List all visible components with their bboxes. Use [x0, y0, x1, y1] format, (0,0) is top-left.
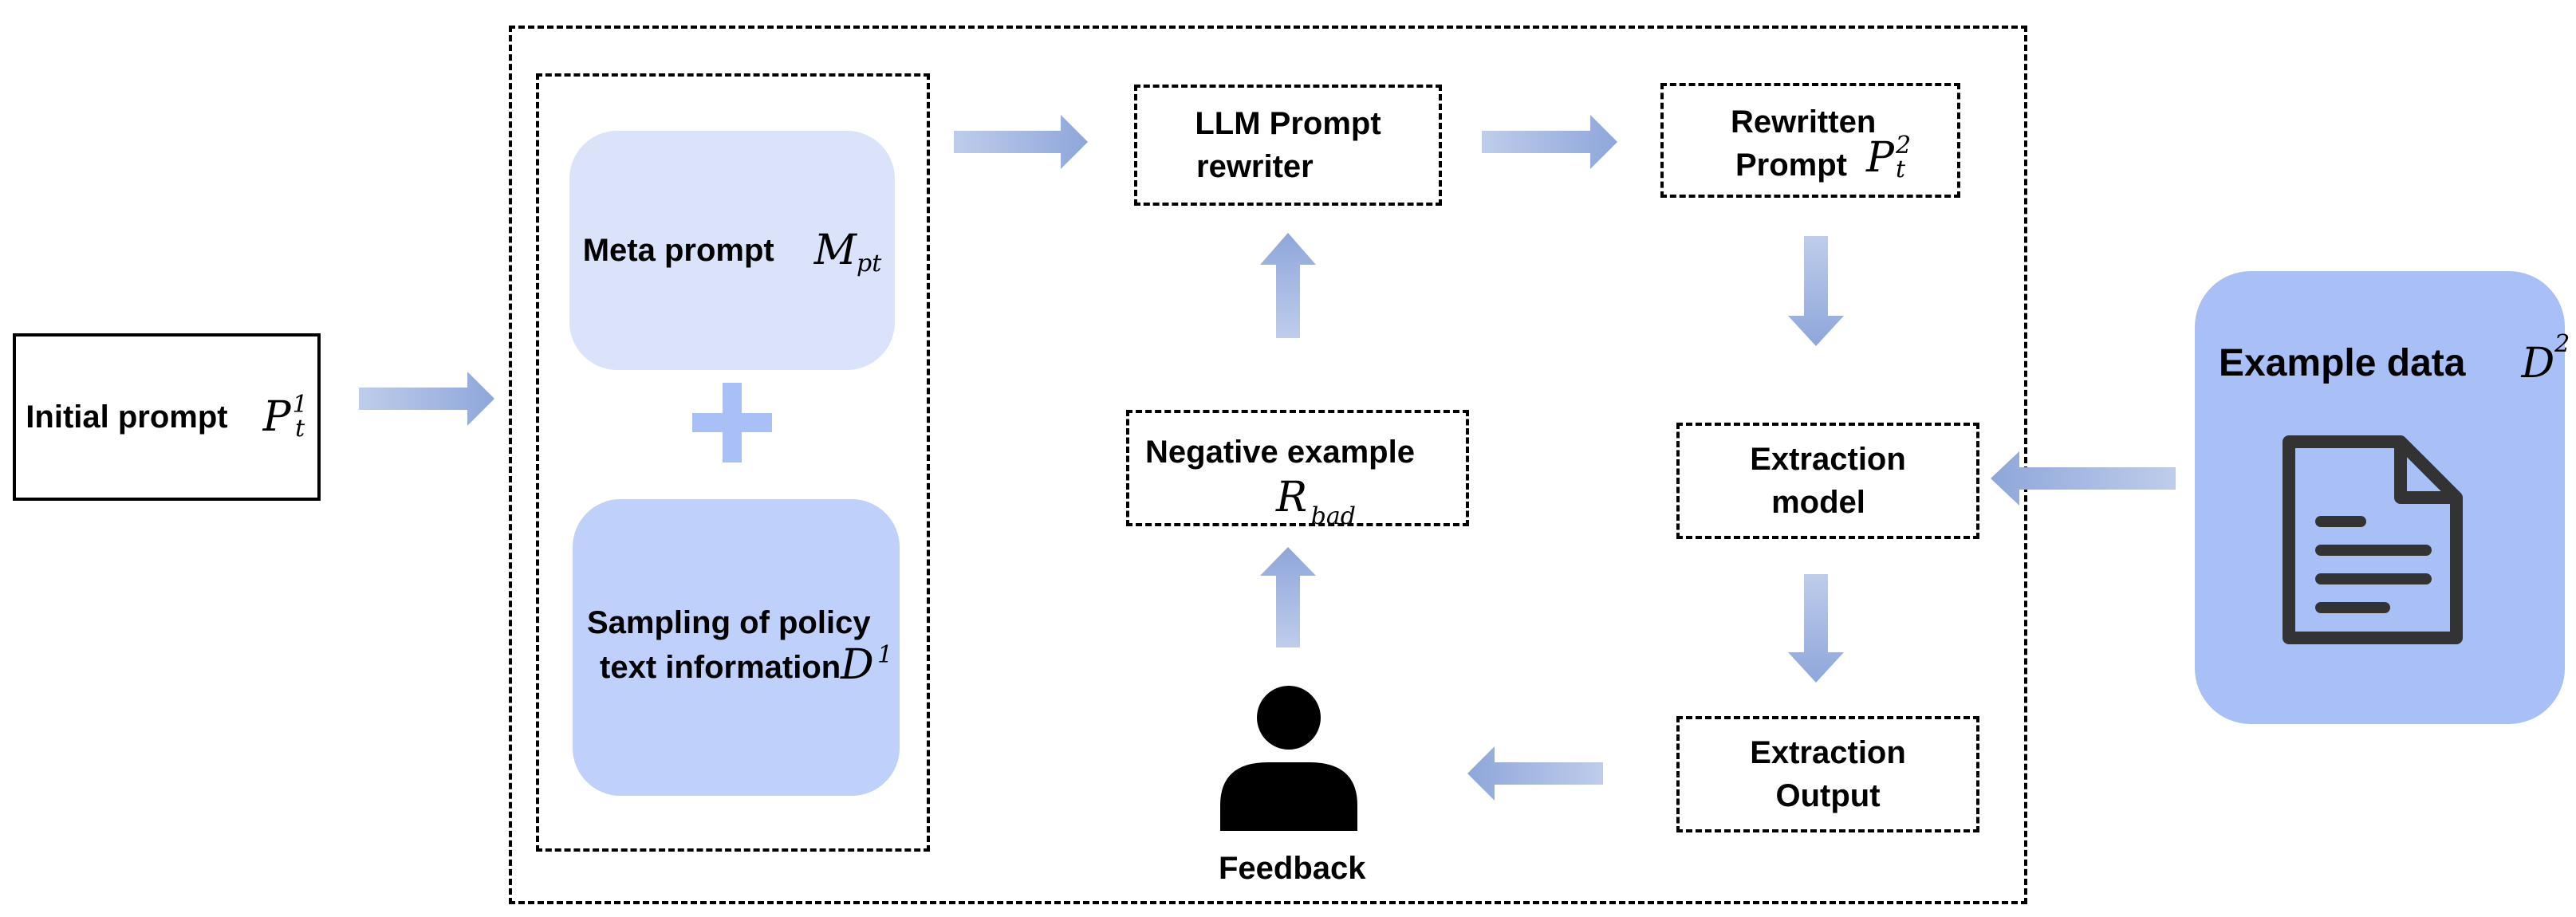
arrow-rewriter-to-rewritten	[1482, 115, 1617, 169]
example-data-sup: 2	[2554, 330, 2570, 358]
negative-example-box: Negative example R bad	[1126, 410, 1469, 530]
negative-example-symbol: R	[1276, 474, 1308, 521]
arrow-model-to-output	[1788, 574, 1844, 683]
rewritten-symbol: P	[1866, 134, 1894, 182]
initial-prompt-box: Initial prompt P 1 t	[13, 333, 321, 501]
sampling-sup: 1	[877, 641, 893, 669]
arrow-group-to-rewriter	[954, 115, 1088, 169]
person-icon	[1220, 686, 1357, 831]
negative-example-label: Negative example	[1145, 435, 1415, 470]
extraction-model-box: Extraction model	[1676, 423, 1979, 539]
meta-prompt-sub: pt	[856, 249, 882, 277]
example-data-label: Example data	[2219, 342, 2466, 384]
llm-rewriter-line1: LLM Prompt	[1195, 106, 1381, 141]
llm-prompt-rewriter-box: LLM Prompt rewriter	[1134, 85, 1442, 206]
arrow-feedback-to-negative	[1260, 547, 1316, 647]
llm-rewriter-line2: rewriter	[1196, 149, 1314, 184]
sampling-label-line1: Sampling of policy	[587, 605, 871, 640]
sampling-label-line2: text information	[600, 650, 841, 685]
initial-prompt-sub: t	[295, 415, 305, 443]
meta-prompt-label: Meta prompt	[582, 233, 774, 268]
sampling-symbol: D	[841, 641, 874, 689]
initial-prompt-symbol: P	[262, 393, 291, 441]
example-data-panel: Example data D 2	[2195, 271, 2570, 724]
rewritten-sup: 2	[1896, 132, 1912, 159]
extraction-model-line2: model	[1771, 485, 1865, 520]
sampling-box: Sampling of policy text information D 1	[573, 499, 900, 796]
document-icon	[2281, 434, 2464, 646]
extraction-model-line1: Extraction	[1750, 442, 1906, 477]
rewritten-prompt-box: Rewritten Prompt P 2 t	[1660, 83, 1960, 198]
initial-prompt-sup: 1	[292, 391, 308, 419]
meta-prompt-symbol: M	[813, 226, 857, 274]
feedback-label: Feedback	[1219, 851, 1366, 886]
extraction-output-line1: Extraction	[1750, 735, 1906, 770]
rewritten-line1: Rewritten	[1731, 104, 1877, 140]
arrow-initial-to-group	[359, 372, 494, 426]
meta-prompt-box: Meta prompt M pt	[569, 131, 895, 370]
rewritten-sub: t	[1896, 155, 1906, 183]
initial-prompt-label: Initial prompt	[26, 399, 228, 435]
rewritten-line2: Prompt	[1735, 148, 1847, 183]
arrow-output-to-feedback	[1467, 746, 1603, 801]
extraction-output-box: Extraction Output	[1676, 716, 1979, 832]
extraction-output-line2: Output	[1775, 778, 1881, 813]
plus-icon	[692, 383, 772, 462]
negative-example-sub: bad	[1310, 502, 1356, 530]
arrow-data-to-model	[1991, 451, 2176, 506]
arrow-negative-to-rewriter	[1260, 233, 1316, 338]
example-data-symbol: D	[2521, 340, 2555, 388]
arrow-rewritten-to-model	[1788, 236, 1844, 346]
